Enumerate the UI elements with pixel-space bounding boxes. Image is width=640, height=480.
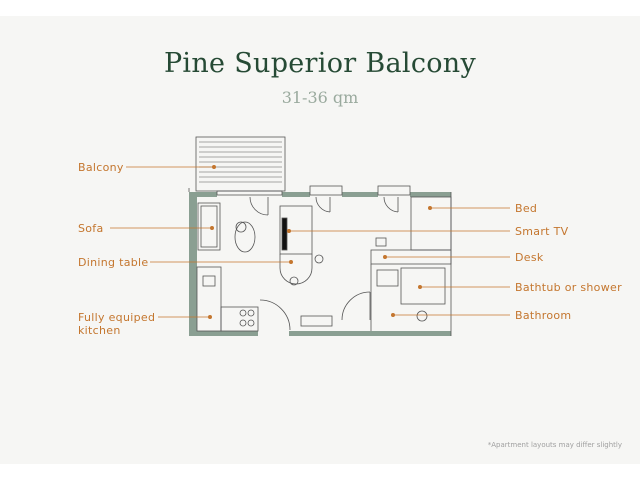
footnote: *Apartment layouts may differ slightly [487, 441, 622, 449]
label-sofa: Sofa [78, 222, 104, 235]
label-bed: Bed [515, 202, 538, 215]
plan-sheet [0, 16, 640, 464]
page-title: Pine Superior Balcony [163, 48, 477, 79]
dot-bed [427, 205, 432, 210]
label-balcony: Balcony [78, 161, 124, 174]
dot-desk [382, 254, 387, 259]
walls [189, 192, 451, 336]
interior [196, 196, 452, 332]
dot-balcony [211, 164, 216, 169]
dot-tv [286, 228, 291, 233]
balcony [195, 136, 286, 192]
dot-kitchen [207, 314, 212, 319]
dot-dining [288, 259, 293, 264]
label-bathtub: Bathtub or shower [515, 281, 622, 294]
dot-sofa [209, 225, 214, 230]
label-kitchen: Fully equiped kitchen [78, 311, 156, 337]
leader-lines [110, 164, 510, 319]
label-smart-tv: Smart TV [515, 225, 569, 238]
windows [188, 185, 452, 336]
area-subtitle: 31-36 qm [281, 88, 359, 107]
dot-bathtub [417, 284, 422, 289]
label-desk: Desk [515, 251, 544, 264]
dot-bathroom [390, 312, 395, 317]
label-bathroom: Bathroom [515, 309, 572, 322]
label-dining-table: Dining table [78, 256, 149, 269]
